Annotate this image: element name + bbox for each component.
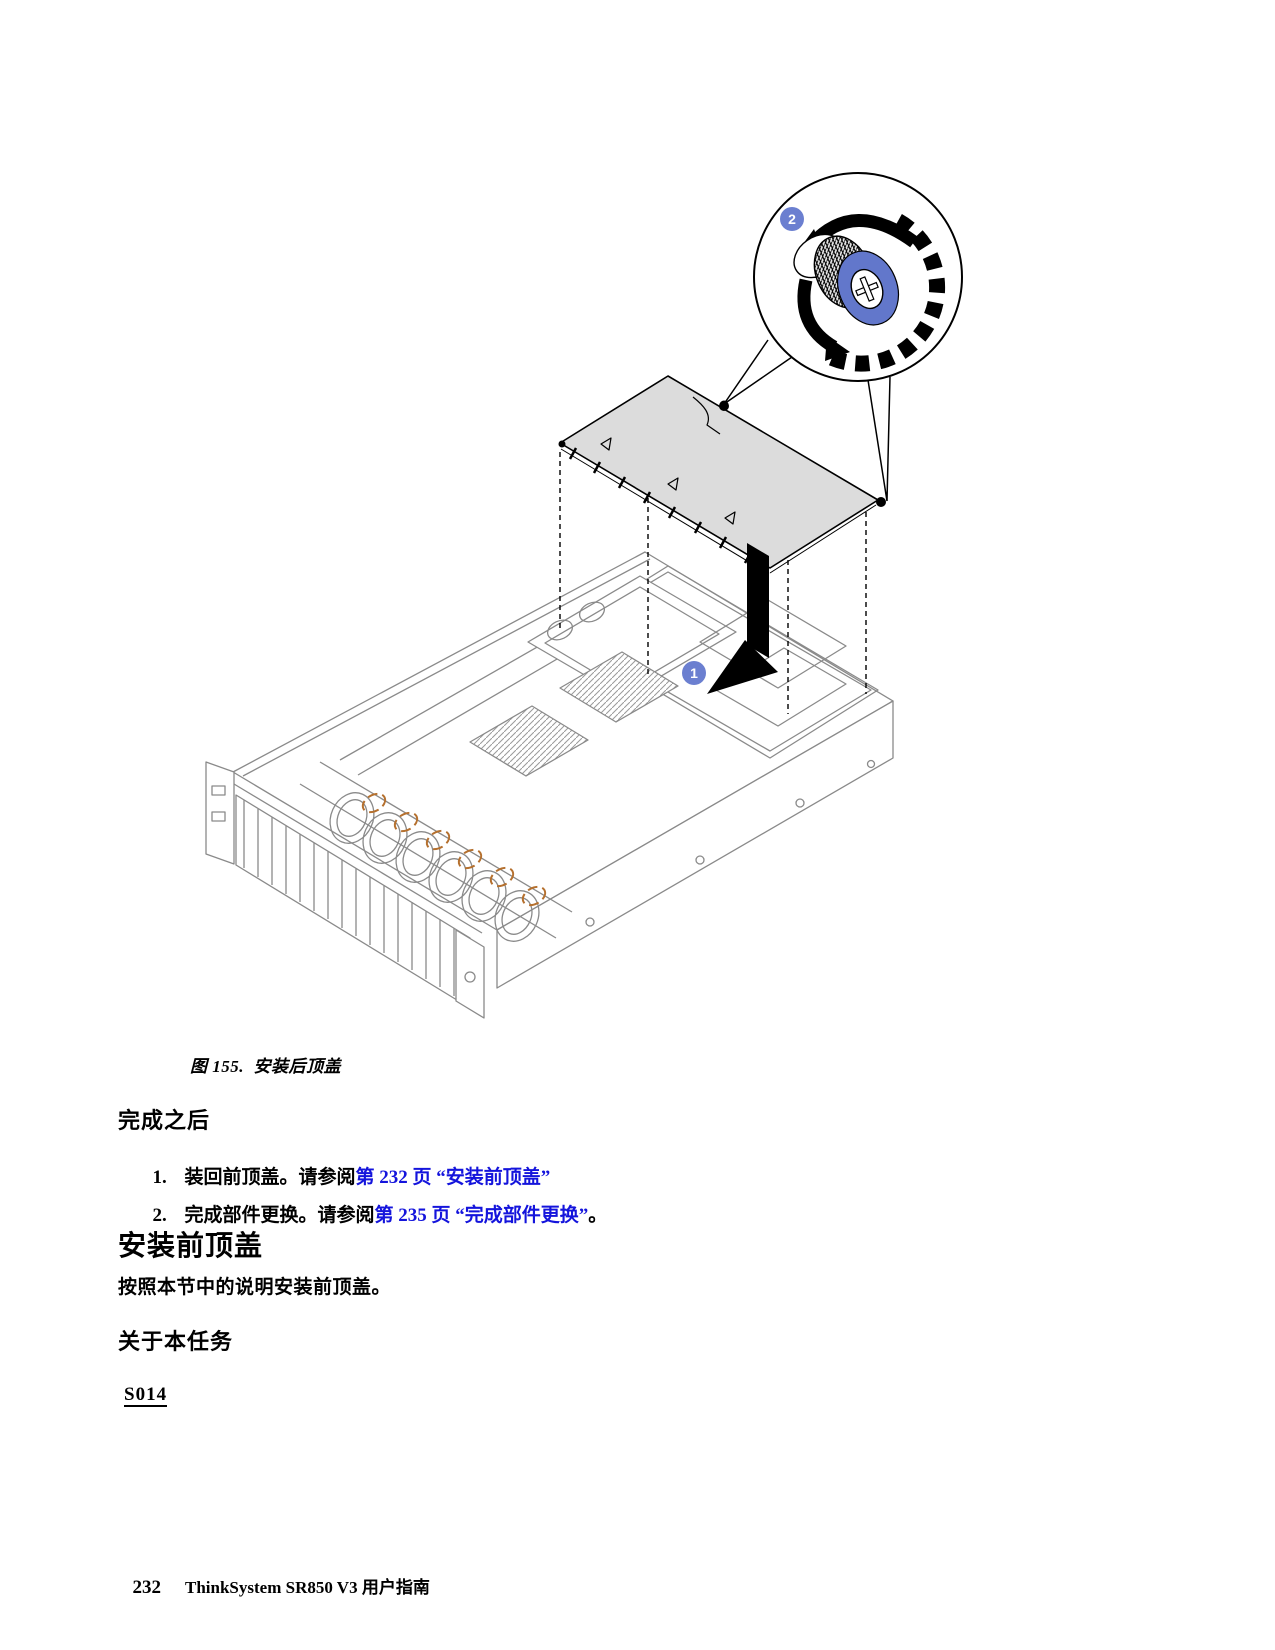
install-arrow (707, 543, 778, 694)
figure-caption: 图 155. 安装后顶盖 (190, 1057, 341, 1076)
thumbscrew (793, 233, 900, 326)
safety-statement-label: S014 (124, 1384, 168, 1407)
list-item-1-text: 装回前顶盖。请参阅 (184, 1167, 356, 1188)
top-cover-plate (559, 375, 879, 569)
heading-after-finish: 完成之后 (118, 1108, 211, 1133)
heading-install-front-cover: 安装前顶盖 (118, 1230, 264, 1261)
list-item-2-text-after: 。 (588, 1205, 608, 1226)
list-item-2-text: 完成部件更换。请参阅 (184, 1205, 375, 1226)
list-item-1: 1. 装回前顶盖。请参阅第 232 页 “安装前顶盖” (143, 1140, 551, 1189)
rotation-stripes (820, 214, 946, 372)
callout-2-badge: 2 (780, 207, 804, 231)
left-rack-ear (205, 761, 235, 865)
magnifier-circle: 2 (753, 172, 963, 382)
link-complete-parts-replacement[interactable]: 第 235 页 “完成部件更换” (374, 1205, 589, 1226)
safety-statement-code: S014 (124, 1384, 168, 1407)
fan-modules (299, 633, 577, 942)
server-top-cover-illustration: 1 2 (205, 172, 963, 1019)
server-chassis (205, 551, 894, 1019)
footer-page-number: 232 (132, 1577, 162, 1598)
list-item-1-number: 1. (152, 1167, 167, 1188)
list-item-2: 2. 完成部件更换。请参阅第 235 页 “完成部件更换”。 (143, 1178, 608, 1227)
footer-doc-title: ThinkSystem SR850 V3 用户指南 (185, 1578, 430, 1597)
list-item-2-number: 2. (152, 1205, 167, 1226)
fan-latch-rings (361, 792, 547, 907)
cover-arrow-glyphs (600, 437, 736, 525)
cover-corner-screw (876, 497, 886, 507)
callout-1-number: 1 (690, 665, 698, 681)
callout-2-number: 2 (788, 211, 796, 227)
phillips-cross-icon (855, 276, 879, 302)
link-install-front-cover[interactable]: 第 232 页 “安装前顶盖” (355, 1167, 551, 1188)
chassis-right-side (496, 700, 894, 989)
install-front-cover-body: 按照本节中的说明安装前顶盖。 (118, 1277, 392, 1298)
right-rack-ear (455, 929, 485, 1019)
alignment-dashed-lines (559, 452, 867, 714)
heading-about-task: 关于本任务 (118, 1329, 234, 1354)
magnifier-leader-lines (719, 339, 891, 502)
callout-1-badge: 1 (682, 661, 706, 685)
page-footer: 232 ThinkSystem SR850 V3 用户指南 (124, 1553, 430, 1599)
